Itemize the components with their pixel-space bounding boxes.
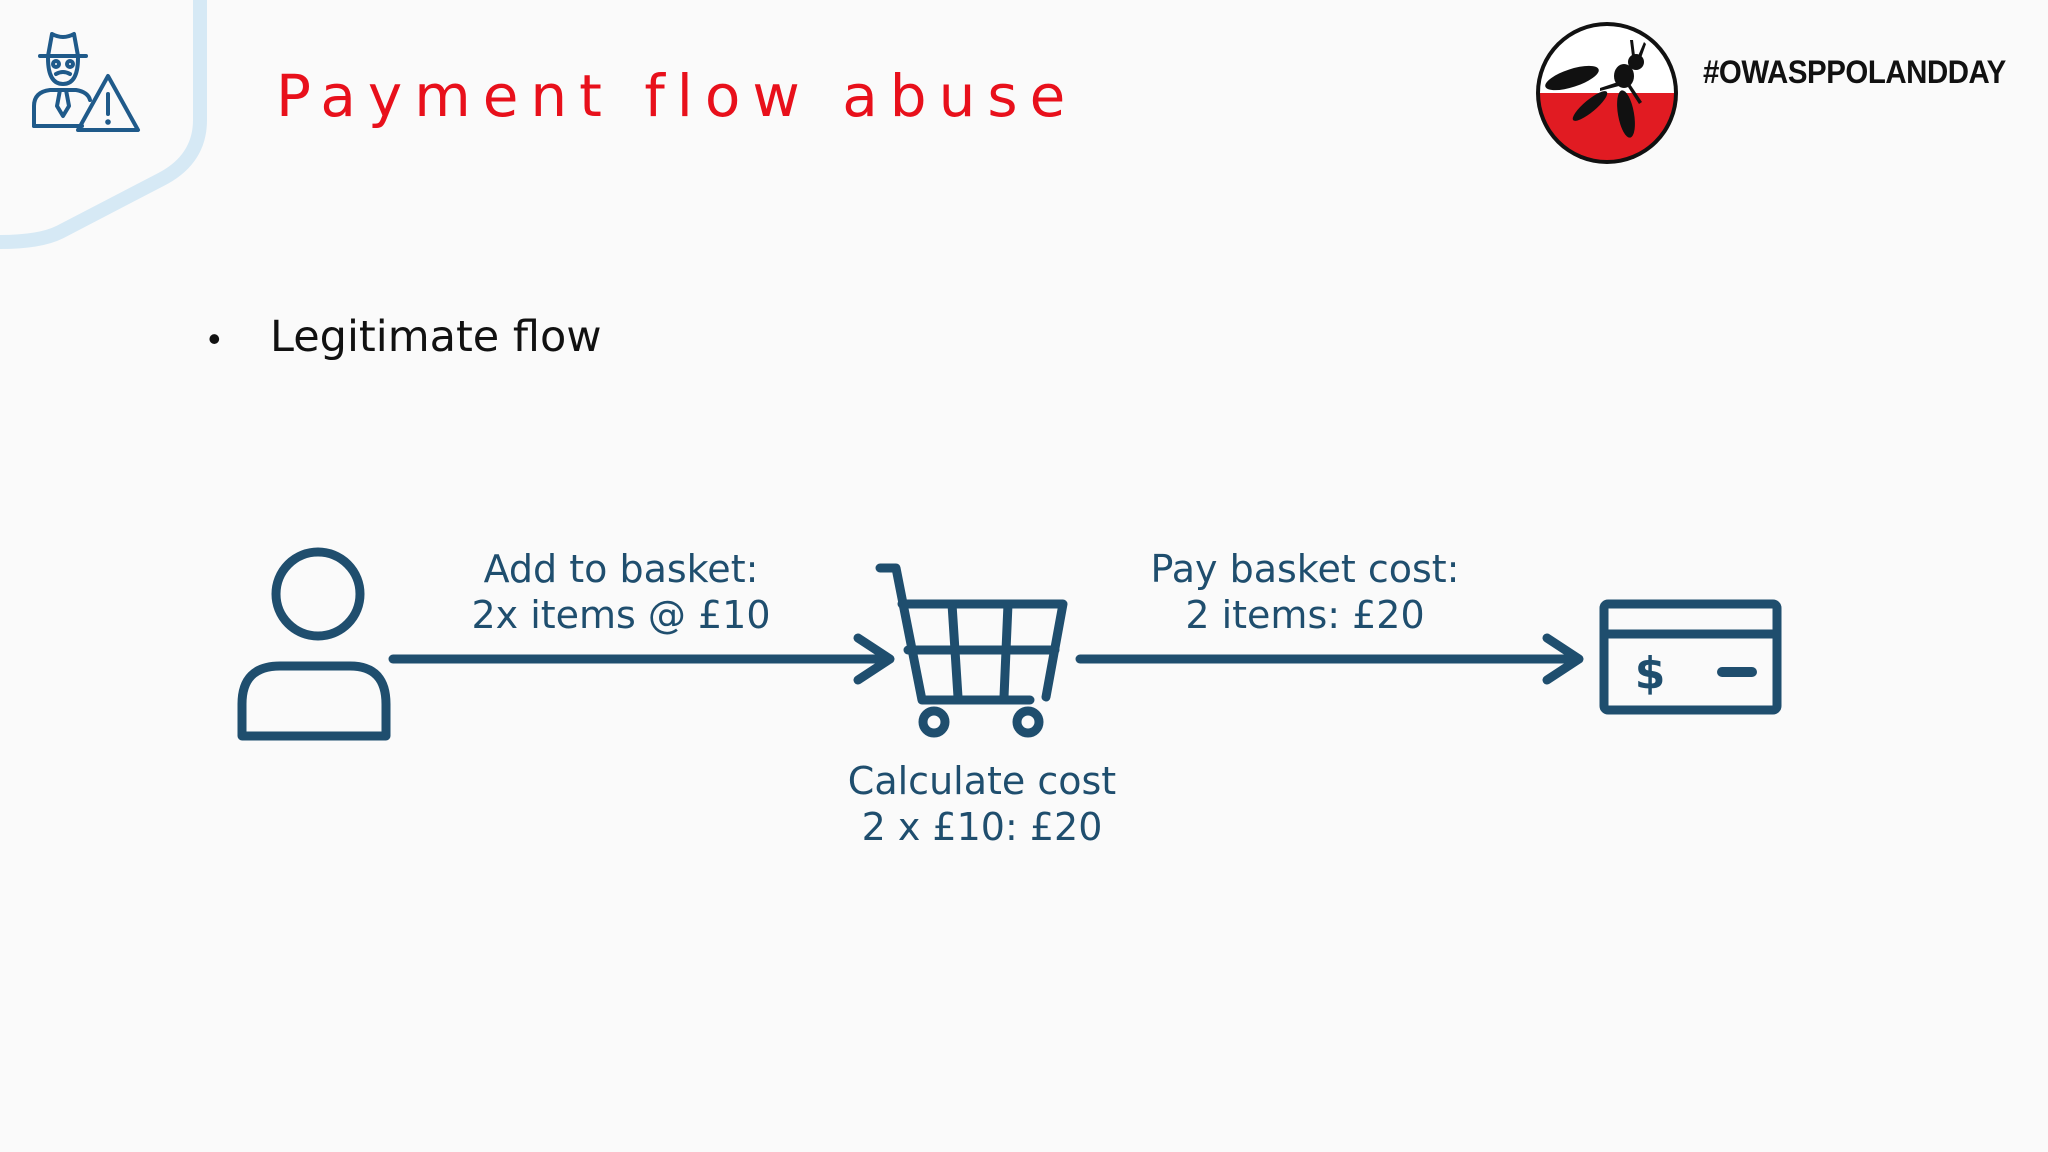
arrow-user-to-cart — [388, 633, 895, 685]
arrow-label-line: 2x items @ £10 — [471, 593, 771, 637]
spy-warning-icon — [32, 32, 140, 132]
arrow-cart-to-payment — [1075, 633, 1584, 685]
shopping-cart-icon — [875, 563, 1068, 738]
cart-caption-line: 2 x £10: £20 — [861, 805, 1103, 849]
owasp-wasp-logo — [1536, 22, 1678, 164]
user-icon — [237, 547, 391, 741]
arrow-label-add-to-basket: Add to basket: 2x items @ £10 — [471, 546, 770, 638]
arrow-label-line: Pay basket cost: — [1150, 547, 1460, 591]
cart-caption-calculate-cost: Calculate cost 2 x £10: £20 — [848, 758, 1116, 850]
arrow-label-line: Add to basket: — [483, 547, 759, 591]
cart-caption-line: Calculate cost — [847, 759, 1117, 803]
corner-decoration — [0, 0, 207, 249]
slide-title: Payment flow abuse — [276, 62, 1078, 130]
event-hashtag: #OWASPPOLANDDAY — [1703, 54, 2006, 90]
arrow-label-line: 2 items: £20 — [1185, 593, 1425, 637]
payment-card-icon — [1599, 599, 1782, 715]
bullet-marker: • — [208, 318, 221, 359]
bullet-text: Legitimate flow — [270, 312, 602, 362]
card-dollar-symbol: $ — [1635, 648, 1666, 699]
arrow-label-pay-basket: Pay basket cost: 2 items: £20 — [1151, 546, 1460, 638]
